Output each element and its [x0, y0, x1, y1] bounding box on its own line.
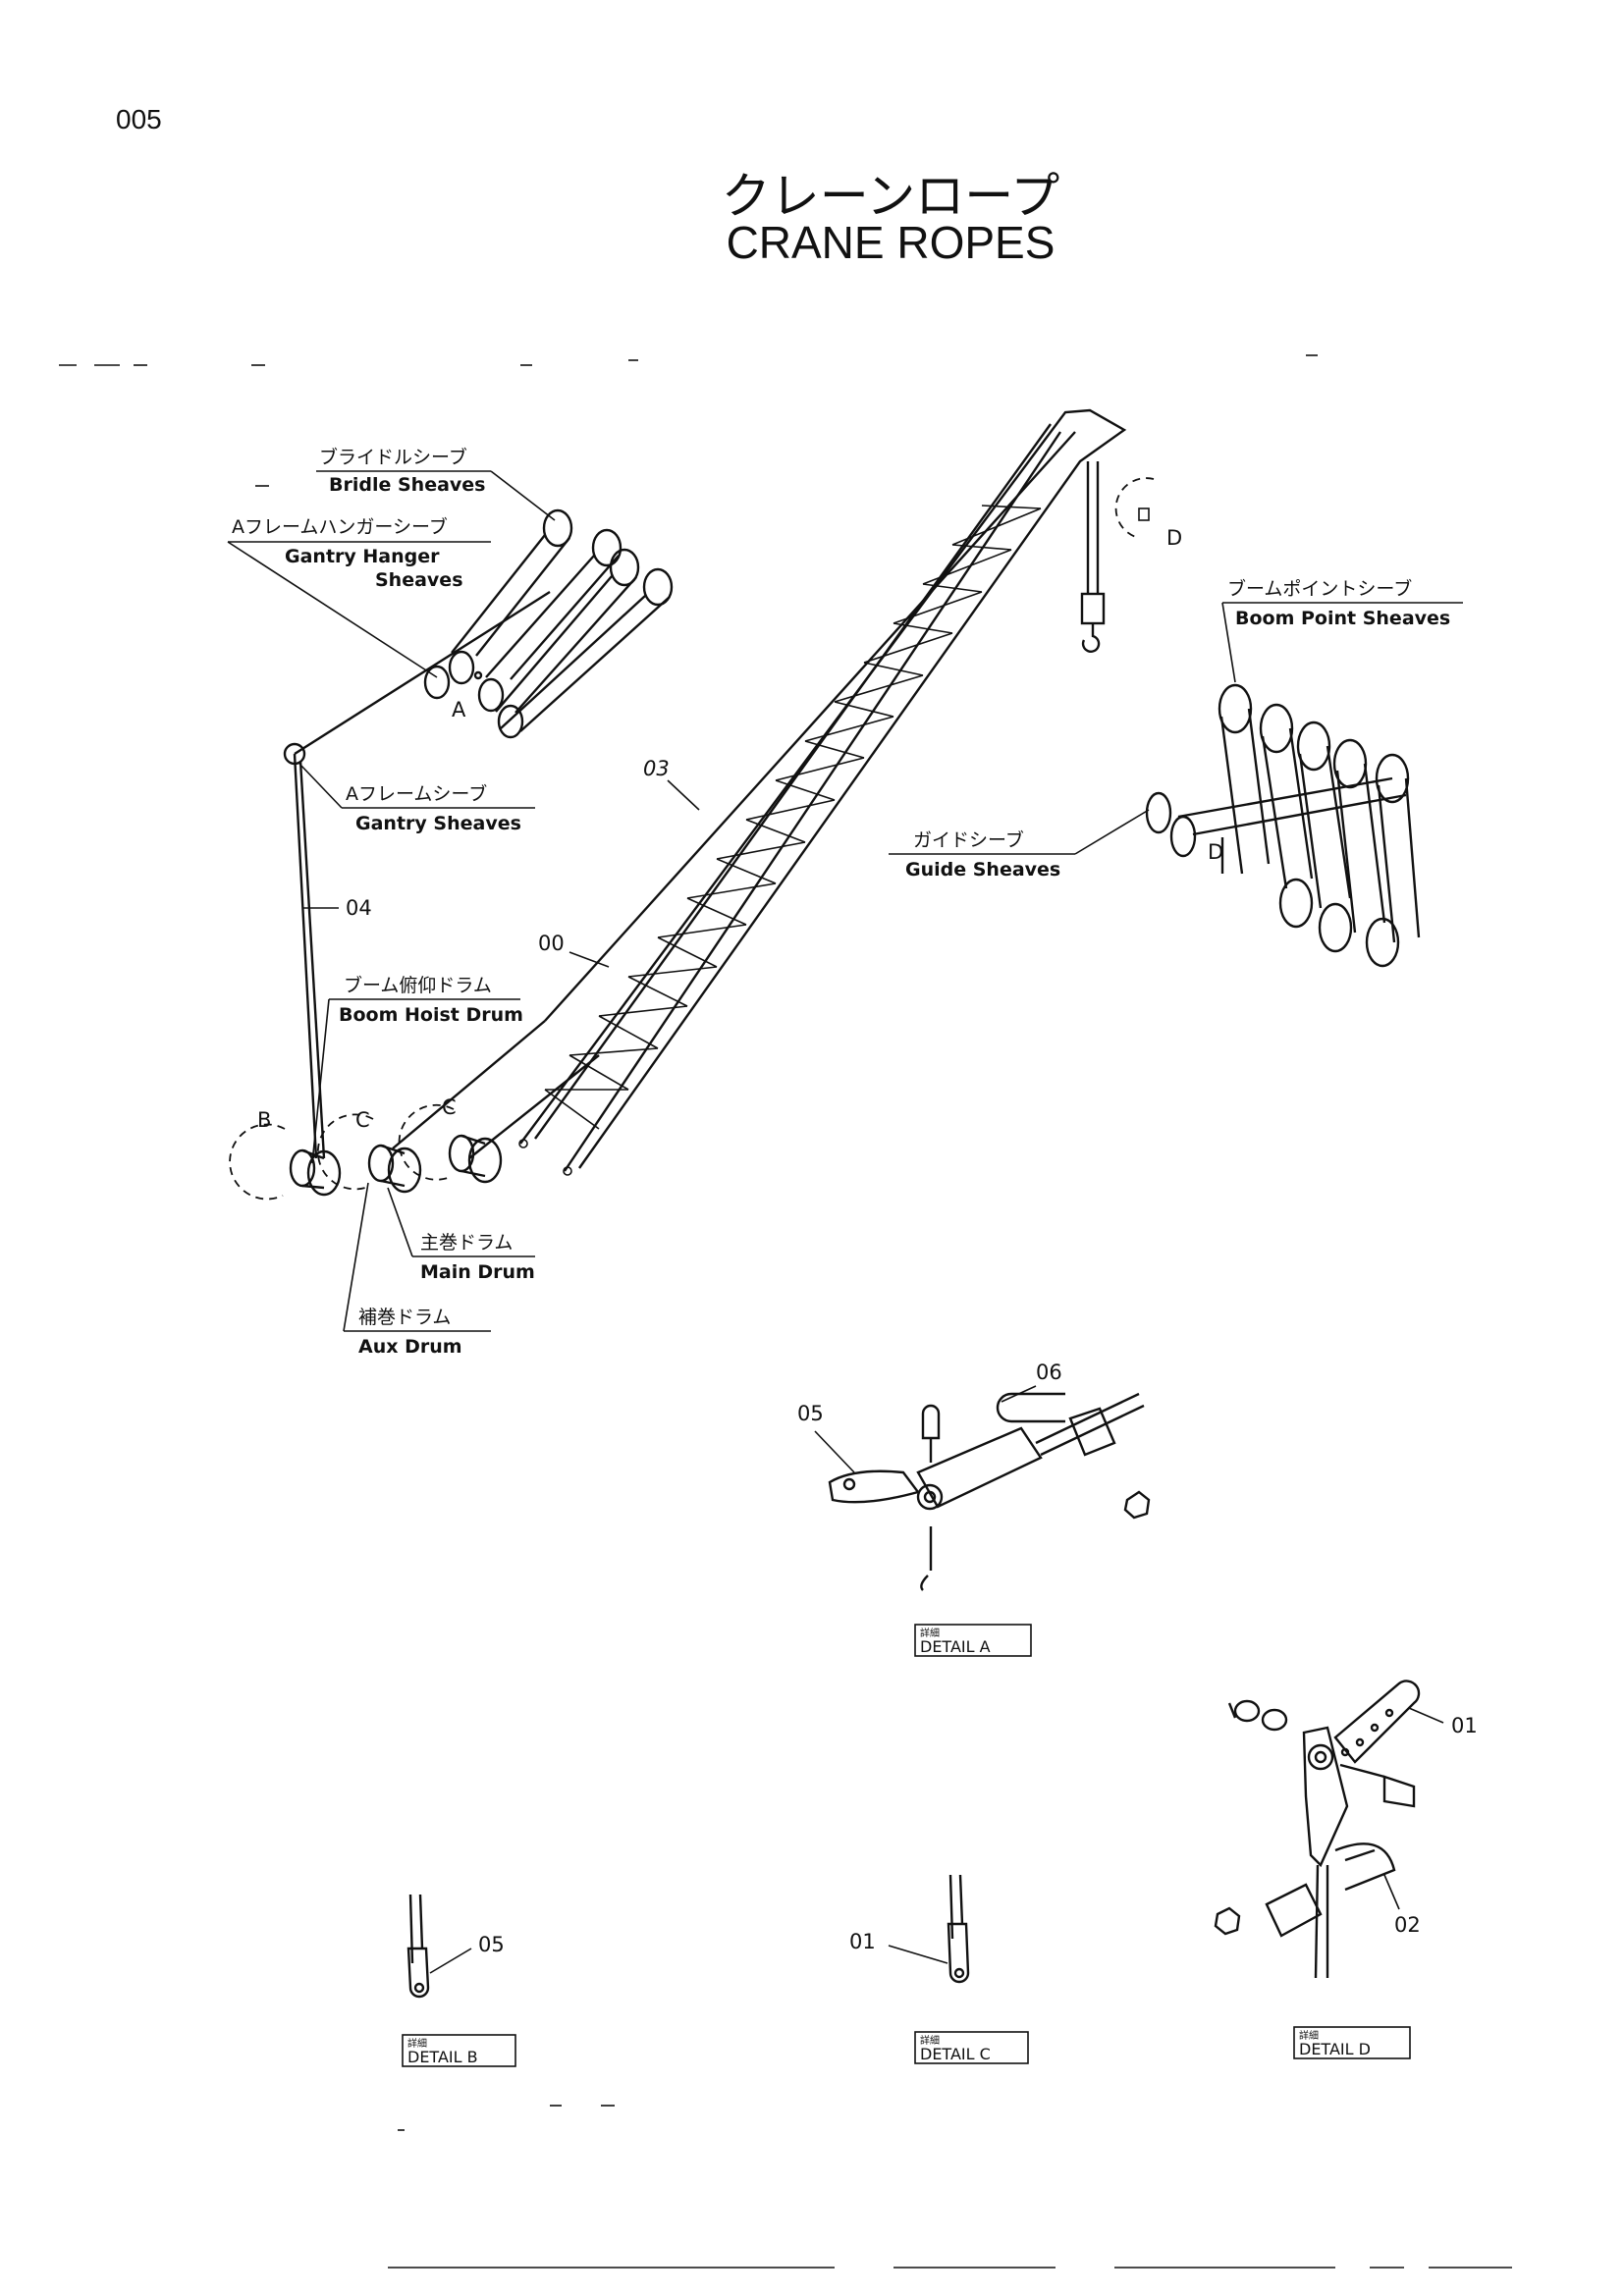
svg-text:D: D [1166, 526, 1182, 550]
scan-marks [59, 354, 1512, 2269]
callout-05-detail-a: 05 [797, 1402, 855, 1473]
callout-06: 06 [1001, 1361, 1062, 1403]
svg-text:DETAIL D: DETAIL D [1299, 2040, 1371, 2058]
svg-text:01: 01 [849, 1930, 876, 1953]
svg-text:詳細: 詳細 [1299, 2029, 1319, 2042]
svg-text:Boom Hoist Drum: Boom Hoist Drum [339, 1004, 523, 1026]
svg-text:詳細: 詳細 [920, 1627, 940, 1639]
svg-text:ブーム俯仰ドラム: ブーム俯仰ドラム [344, 974, 492, 996]
label-boom-hoist-drum: ブーム俯仰ドラム Boom Hoist Drum [311, 974, 523, 1164]
svg-text:03: 03 [643, 757, 670, 780]
svg-text:Gantry Hanger: Gantry Hanger [285, 546, 440, 567]
svg-text:Main Drum: Main Drum [420, 1261, 535, 1283]
svg-text:05: 05 [478, 1933, 505, 1956]
svg-text:Guide Sheaves: Guide Sheaves [905, 859, 1060, 881]
svg-text:06: 06 [1036, 1361, 1062, 1384]
label-gantry-hanger-sheaves: Aフレームハンガーシーブ Gantry Hanger Sheaves [227, 515, 491, 678]
marker-b: B [257, 1108, 271, 1132]
svg-text:Aux Drum: Aux Drum [358, 1336, 462, 1358]
title-japanese: クレーンロープ [721, 168, 1060, 225]
svg-text:Gantry Sheaves: Gantry Sheaves [355, 813, 521, 834]
svg-text:詳細: 詳細 [920, 2034, 940, 2047]
svg-text:Aフレームハンガーシーブ: Aフレームハンガーシーブ [232, 515, 448, 538]
boom-point-sheave-assembly [1145, 683, 1421, 968]
svg-text:詳細: 詳細 [407, 2037, 427, 2050]
callout-01-detail-d: 01 [1408, 1707, 1478, 1737]
marker-d-guide: D [1208, 840, 1223, 864]
detail-c-drawing [947, 1874, 970, 1984]
bridle-sheave-assembly [283, 508, 674, 766]
label-main-drum: 主巻ドラム Main Drum [387, 1187, 535, 1283]
callout-01-detail-c: 01 [849, 1930, 948, 1964]
detail-d-drawing [1214, 1680, 1421, 1979]
svg-text:Sheaves: Sheaves [375, 569, 463, 591]
svg-text:05: 05 [797, 1402, 824, 1425]
svg-text:主巻ドラム: 主巻ドラム [420, 1232, 513, 1254]
callout-02: 02 [1383, 1874, 1421, 1937]
label-boom-point-sheaves: ブームポイントシーブ Boom Point Sheaves [1221, 577, 1463, 683]
svg-text:DETAIL B: DETAIL B [407, 2048, 478, 2066]
title-english: CRANE ROPES [726, 217, 1056, 268]
marker-c-aux: C [355, 1108, 370, 1132]
svg-text:DETAIL A: DETAIL A [920, 1637, 991, 1656]
boom-lattice [518, 408, 1127, 1176]
label-gantry-sheaves: Aフレームシーブ Gantry Sheaves [298, 763, 535, 834]
svg-text:01: 01 [1451, 1714, 1478, 1737]
svg-text:00: 00 [538, 932, 565, 955]
callout-05-detail-b: 05 [429, 1933, 505, 1974]
label-aux-drum: 補巻ドラム Aux Drum [343, 1182, 491, 1358]
detail-a-drawing [828, 1392, 1151, 1591]
svg-text:補巻ドラム: 補巻ドラム [358, 1307, 451, 1328]
svg-text:ブライドルシーブ: ブライドルシーブ [319, 446, 467, 468]
svg-text:DETAIL C: DETAIL C [920, 2045, 991, 2063]
svg-text:Bridle Sheaves: Bridle Sheaves [329, 474, 485, 496]
marker-c-main: C [442, 1095, 457, 1119]
marker-a: A [452, 698, 466, 721]
page-number: 005 [116, 104, 162, 134]
label-guide-sheaves: ガイドシーブ Guide Sheaves [889, 809, 1150, 881]
svg-text:Boom Point Sheaves: Boom Point Sheaves [1235, 608, 1450, 629]
marker-d-boom-tip: D [1114, 477, 1182, 550]
detail-d-label: 詳細 DETAIL D [1293, 2026, 1411, 2059]
label-bridle-sheaves: ブライドルシーブ Bridle Sheaves [316, 446, 556, 521]
svg-text:Aフレームシーブ: Aフレームシーブ [346, 782, 487, 805]
callout-04: 04 [302, 896, 372, 920]
callout-00: 00 [538, 932, 610, 968]
detail-c-label: 詳細 DETAIL C [914, 2031, 1029, 2064]
detail-b-drawing [406, 1894, 430, 1999]
detail-b-label: 詳細 DETAIL B [402, 2034, 516, 2067]
svg-text:04: 04 [346, 896, 372, 920]
svg-text:ブームポイントシーブ: ブームポイントシーブ [1227, 577, 1412, 600]
svg-text:ガイドシーブ: ガイドシーブ [913, 828, 1024, 851]
callout-03: 03 [643, 757, 700, 811]
detail-a-label: 詳細 DETAIL A [914, 1624, 1032, 1657]
svg-text:02: 02 [1394, 1913, 1421, 1937]
